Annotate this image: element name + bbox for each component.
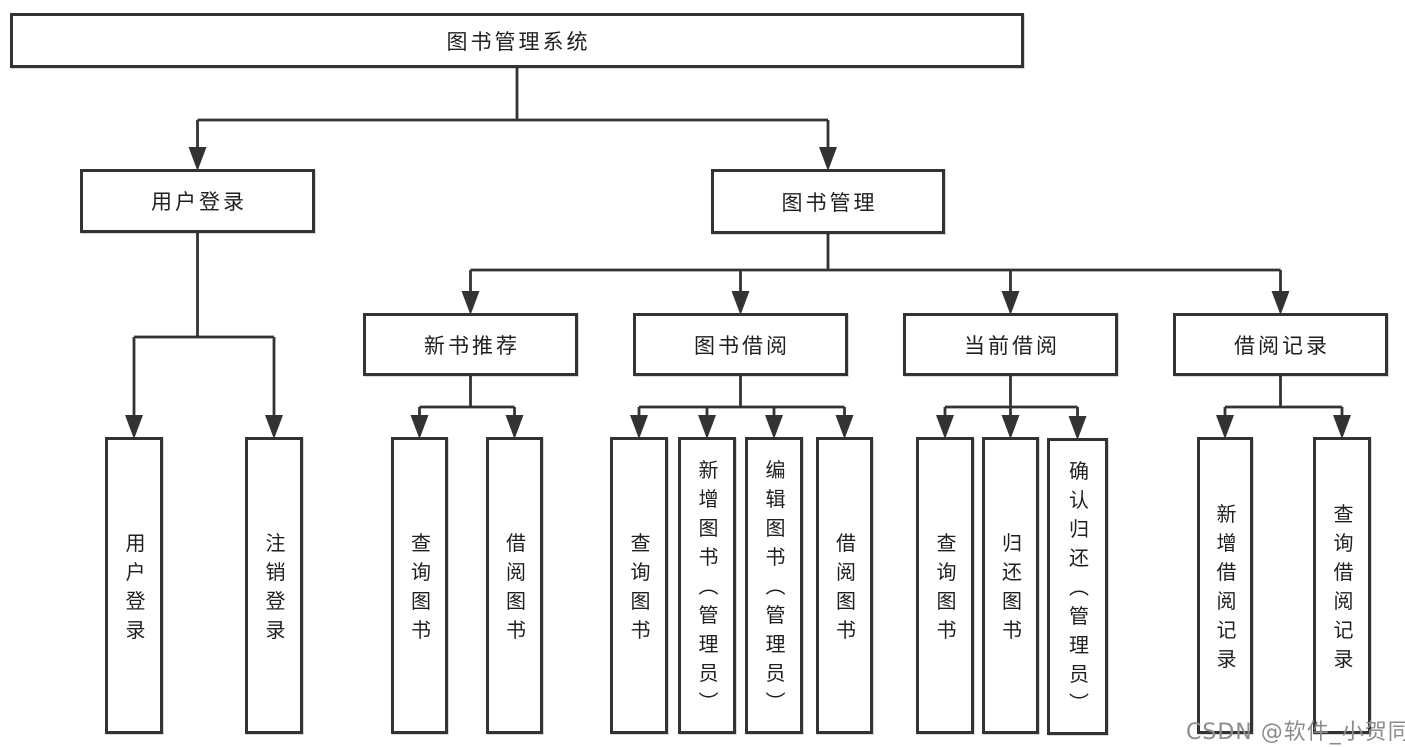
node-label: 新增图书（管理员） bbox=[695, 459, 719, 721]
node-book-management: 图书管理 bbox=[711, 169, 945, 234]
node-label: 用户登录 bbox=[151, 190, 247, 214]
node-label: 图书借阅 bbox=[694, 333, 790, 358]
node-leaf-logout: 注销登录 bbox=[245, 437, 303, 734]
watermark: CSDN @软件_小贺同学 bbox=[1186, 720, 1405, 745]
node-label: 查询图书 bbox=[933, 532, 957, 648]
node-label: 归还图书 bbox=[998, 532, 1023, 648]
node-current-borrowing: 当前借阅 bbox=[903, 313, 1118, 376]
arrowhead-icon bbox=[1333, 415, 1351, 439]
node-new-book-recommend: 新书推荐 bbox=[363, 313, 578, 376]
node-leaf-search-book-3: 查询图书 bbox=[916, 437, 974, 734]
node-label: 查询借阅记录 bbox=[1330, 503, 1354, 677]
node-user-login: 用户登录 bbox=[80, 169, 315, 233]
node-label: 借阅图书 bbox=[502, 532, 527, 648]
node-leaf-return-book: 归还图书 bbox=[982, 437, 1039, 734]
node-label: 借阅记录 bbox=[1234, 333, 1330, 358]
node-leaf-edit-book-admin: 编辑图书（管理员） bbox=[745, 437, 803, 734]
node-leaf-add-borrow-rec: 新增借阅记录 bbox=[1197, 437, 1253, 734]
arrowhead-icon bbox=[505, 415, 524, 439]
node-leaf-borrow-book-1: 借阅图书 bbox=[486, 437, 543, 734]
node-borrowing-records: 借阅记录 bbox=[1173, 313, 1388, 376]
node-leaf-search-borrow-rec: 查询借阅记录 bbox=[1313, 437, 1371, 734]
node-leaf-user-login: 用户登录 bbox=[105, 437, 163, 734]
node-leaf-confirm-return: 确认归还（管理员） bbox=[1047, 438, 1108, 735]
arrowhead-icon bbox=[125, 415, 143, 439]
arrowhead-icon bbox=[1216, 415, 1234, 439]
arrowhead-icon bbox=[265, 415, 283, 439]
node-leaf-borrow-book-2: 借阅图书 bbox=[816, 437, 873, 734]
node-label: 用户登录 bbox=[122, 532, 146, 648]
node-label: 图书管理 bbox=[781, 190, 878, 215]
node-label: 查询图书 bbox=[627, 532, 651, 648]
arrowhead-icon bbox=[765, 415, 783, 439]
arrowhead-icon bbox=[1001, 291, 1020, 315]
node-book-borrowing: 图书借阅 bbox=[633, 313, 848, 376]
node-label: 图书管理系统 bbox=[446, 29, 591, 54]
arrowhead-icon bbox=[936, 415, 954, 439]
arrowhead-icon bbox=[188, 147, 207, 171]
node-label: 新增借阅记录 bbox=[1213, 503, 1237, 677]
node-label: 确认归还（管理员） bbox=[1065, 460, 1090, 722]
node-root: 图书管理系统 bbox=[10, 13, 1024, 68]
node-leaf-search-book-2: 查询图书 bbox=[610, 437, 668, 734]
arrowhead-icon bbox=[1271, 291, 1290, 315]
arrowhead-icon bbox=[819, 147, 837, 171]
arrowhead-icon bbox=[1001, 415, 1020, 439]
arrowhead-icon bbox=[461, 291, 480, 315]
node-leaf-search-book-1: 查询图书 bbox=[391, 437, 448, 734]
arrowhead-icon bbox=[835, 415, 854, 439]
node-label: 当前借阅 bbox=[964, 333, 1060, 358]
arrowhead-icon bbox=[731, 291, 750, 315]
node-label: 借阅图书 bbox=[832, 532, 857, 648]
node-label: 编辑图书（管理员） bbox=[762, 459, 786, 721]
node-label: 注销登录 bbox=[262, 532, 286, 648]
arrowhead-icon bbox=[1068, 416, 1087, 440]
node-label: 新书推荐 bbox=[424, 333, 520, 358]
arrowhead-icon bbox=[630, 415, 648, 439]
node-leaf-add-book-admin: 新增图书（管理员） bbox=[678, 437, 736, 734]
connector-path bbox=[132, 68, 1344, 420]
arrowhead-icon bbox=[698, 415, 716, 439]
node-label: 查询图书 bbox=[407, 532, 432, 648]
arrowhead-icon bbox=[410, 415, 429, 439]
